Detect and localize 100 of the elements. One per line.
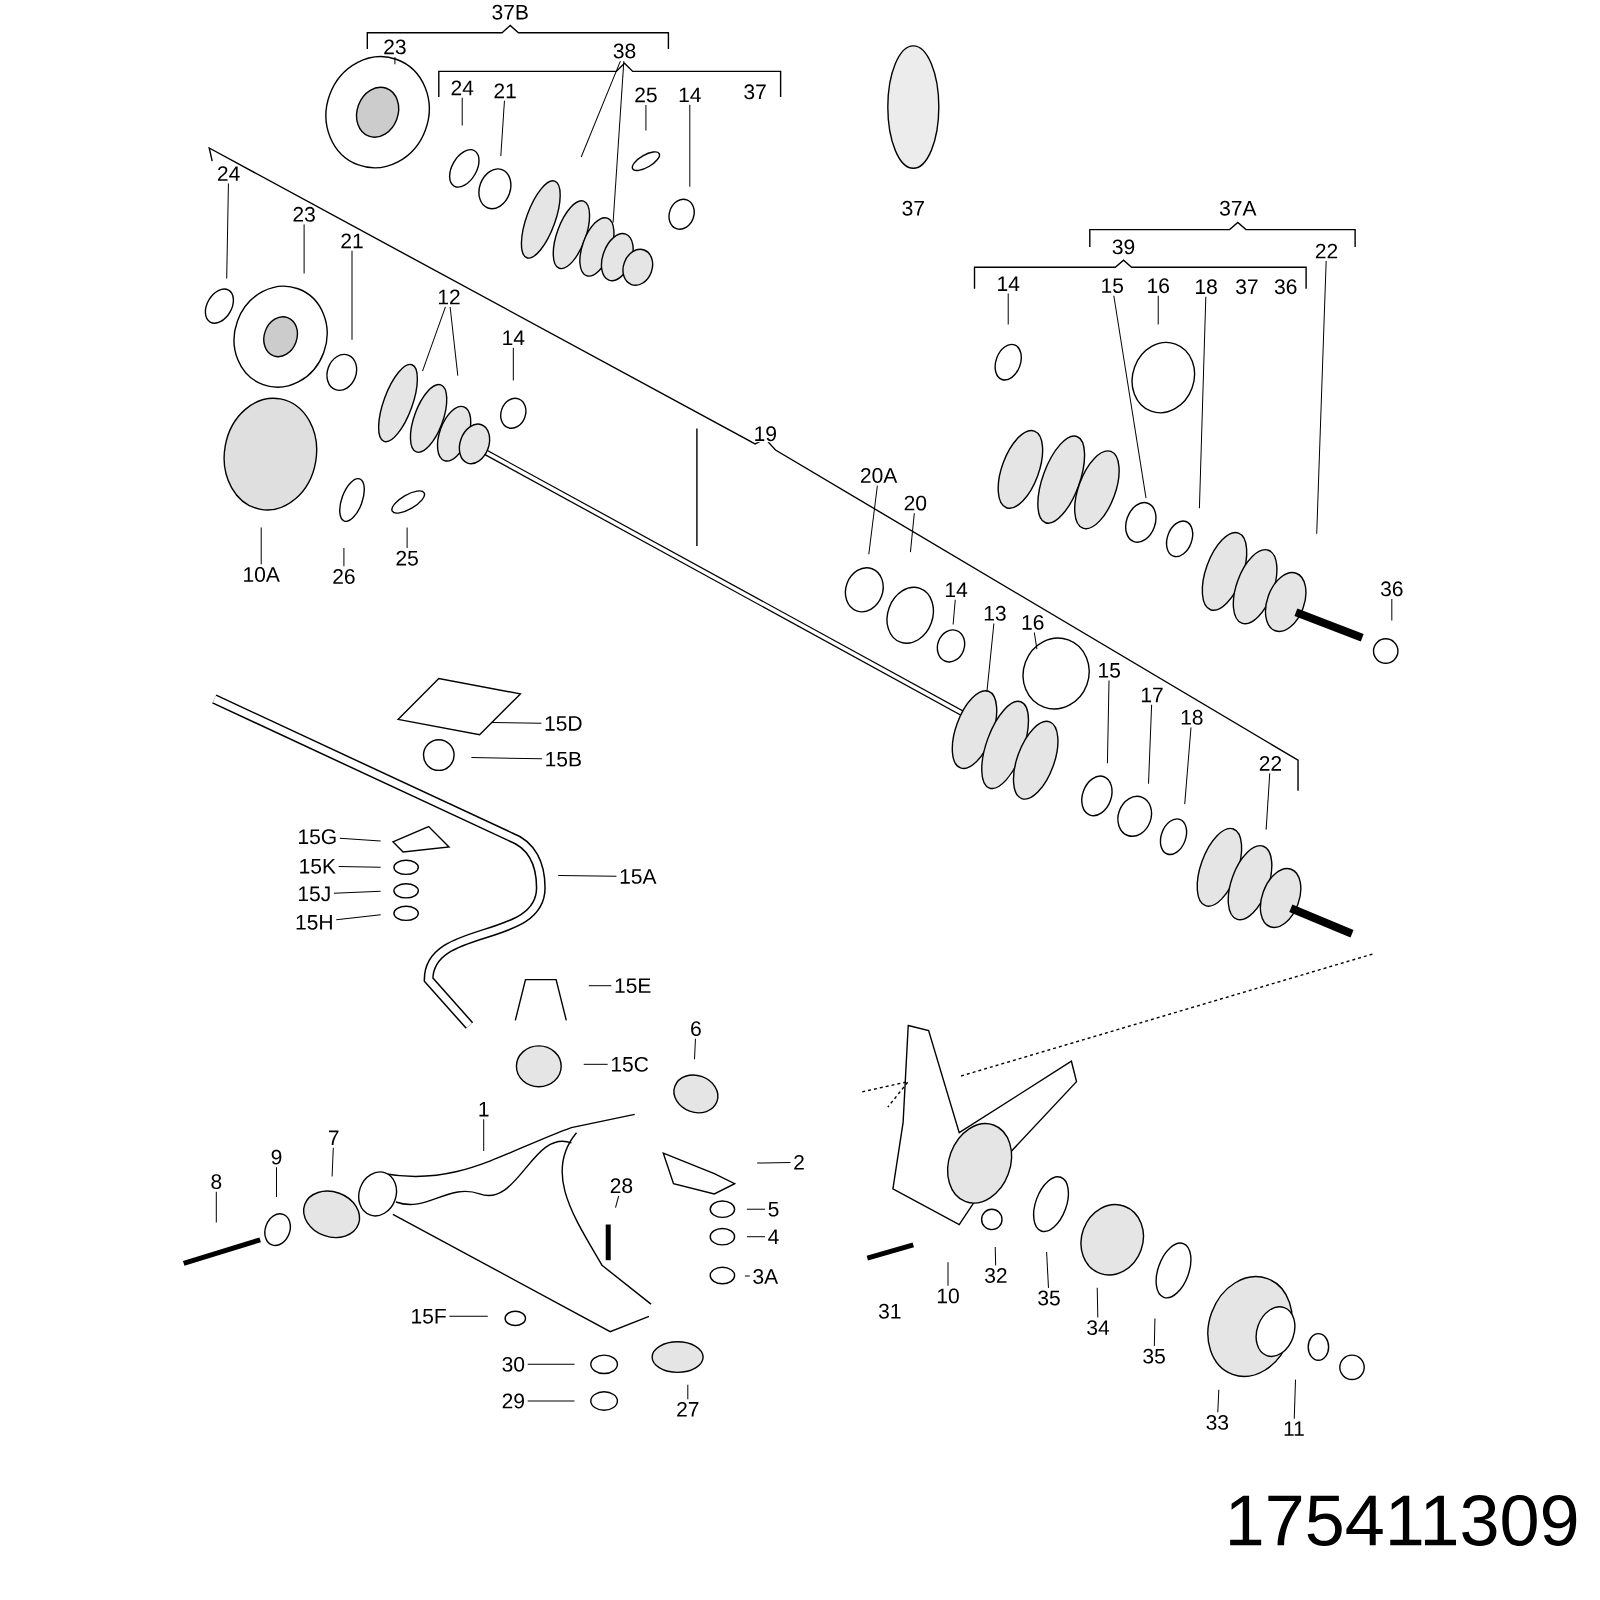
- leader-line: [1148, 704, 1153, 785]
- callout-number: 15J: [299, 886, 330, 902]
- leader-line: [527, 1400, 575, 1402]
- callout-number: 14: [503, 330, 525, 346]
- callout-number: 26: [333, 569, 355, 584]
- callout-number: 35: [1143, 1348, 1165, 1364]
- callout-number: 38: [613, 43, 636, 59]
- leader-line: [351, 250, 353, 341]
- callout-number: 36: [1273, 278, 1299, 296]
- leader-line: [746, 1208, 766, 1210]
- callout-number: 15C: [611, 1056, 649, 1072]
- leader-line: [612, 60, 625, 223]
- callout-number: 3A: [753, 1269, 779, 1284]
- callout-number: 15D: [545, 716, 582, 731]
- leader-line: [470, 756, 543, 760]
- callout-number: 21: [494, 83, 516, 99]
- callout-number: 15F: [412, 1309, 446, 1324]
- leader-line: [215, 1191, 217, 1223]
- callout-number: 6: [691, 1021, 701, 1037]
- callout-number: 22: [1259, 756, 1282, 771]
- callout-number: 8: [211, 1174, 222, 1190]
- leader-line: [449, 306, 459, 377]
- callout-number: 15: [1102, 278, 1123, 294]
- callout-number: 23: [293, 206, 315, 222]
- callout-number: 37: [742, 83, 768, 101]
- leader-line: [333, 890, 382, 894]
- leader-line: [226, 183, 229, 280]
- callout-number: 24: [451, 80, 474, 96]
- callout-number: 2: [794, 1154, 804, 1170]
- callout-number: 20A: [861, 468, 898, 483]
- callout-number: 25: [635, 87, 657, 103]
- callout-number: 18: [1196, 279, 1217, 295]
- leader-line: [461, 97, 463, 126]
- leader-line: [339, 837, 382, 842]
- leader-line: [583, 1063, 609, 1065]
- leader-line: [909, 512, 915, 553]
- leader-line: [580, 60, 621, 158]
- callout-number: 32: [985, 1268, 1007, 1283]
- leader-line: [394, 56, 396, 65]
- callout-number: 18: [1181, 709, 1203, 725]
- leader-line: [343, 547, 345, 567]
- leader-line: [448, 1315, 489, 1317]
- callout-number: 14: [998, 276, 1020, 291]
- callout-number: 15E: [615, 978, 651, 994]
- callout-number: 24: [217, 166, 240, 181]
- callout-number: 15G: [299, 829, 336, 845]
- callout-number: 1: [479, 1102, 489, 1117]
- leader-line: [746, 1236, 766, 1238]
- callout-number: 9: [271, 1149, 282, 1165]
- leader-line: [756, 1161, 791, 1164]
- leader-line: [491, 722, 542, 724]
- callout-number: 27: [677, 1401, 699, 1417]
- callout-number: 29: [502, 1393, 524, 1409]
- callout-number: 35: [1038, 1290, 1060, 1306]
- callout-number: 5: [768, 1201, 779, 1217]
- leader-line: [689, 104, 691, 188]
- leader-line: [483, 1118, 485, 1152]
- callout-number: 15A: [620, 869, 657, 884]
- callout-number: 36: [1380, 581, 1403, 597]
- callout-number: 21: [341, 233, 363, 249]
- leader-line: [868, 485, 878, 555]
- leader-line: [1316, 260, 1327, 535]
- leader-line: [1293, 1379, 1296, 1420]
- callout-number: 34: [1087, 1320, 1110, 1336]
- leader-line: [1198, 296, 1207, 509]
- callout-number: 15K: [300, 859, 336, 874]
- leader-line: [645, 104, 647, 132]
- callout-number: 15B: [546, 751, 581, 767]
- callout-number: 39: [1110, 238, 1137, 256]
- leader-line: [1153, 1317, 1156, 1347]
- leader-line: [422, 306, 446, 372]
- callout-number: 37A: [1218, 199, 1258, 217]
- leader-line: [1217, 1389, 1220, 1413]
- leader-line: [527, 1363, 575, 1365]
- leader-line: [687, 1384, 689, 1400]
- leader-line: [952, 599, 956, 625]
- leader-line: [335, 914, 382, 921]
- callout-number: 25: [396, 550, 418, 566]
- callout-number: 12: [438, 289, 460, 305]
- leader-line: [744, 1275, 751, 1277]
- callout-number: 19: [752, 425, 778, 443]
- leader-line: [1391, 598, 1393, 621]
- leader-line: [1106, 679, 1110, 764]
- leader-line: [994, 1246, 997, 1266]
- callout-number: 17: [1141, 687, 1163, 703]
- callout-number: 16: [1022, 614, 1044, 630]
- leader-line: [1157, 295, 1159, 325]
- callout-number: 20: [904, 495, 927, 511]
- callout-number: 14: [946, 582, 968, 598]
- callout-number: 14: [679, 87, 701, 103]
- leader-line: [947, 1261, 949, 1287]
- leader-line: [1113, 295, 1147, 499]
- callout-number: 15: [1099, 663, 1120, 678]
- leader-line: [260, 527, 262, 565]
- part-number: 175411309: [1230, 1494, 1577, 1546]
- callout-number: 10A: [244, 567, 280, 582]
- leader-line: [406, 527, 408, 549]
- leader-line: [1184, 726, 1192, 805]
- leader-line: [338, 866, 382, 868]
- leader-line: [1046, 1251, 1049, 1289]
